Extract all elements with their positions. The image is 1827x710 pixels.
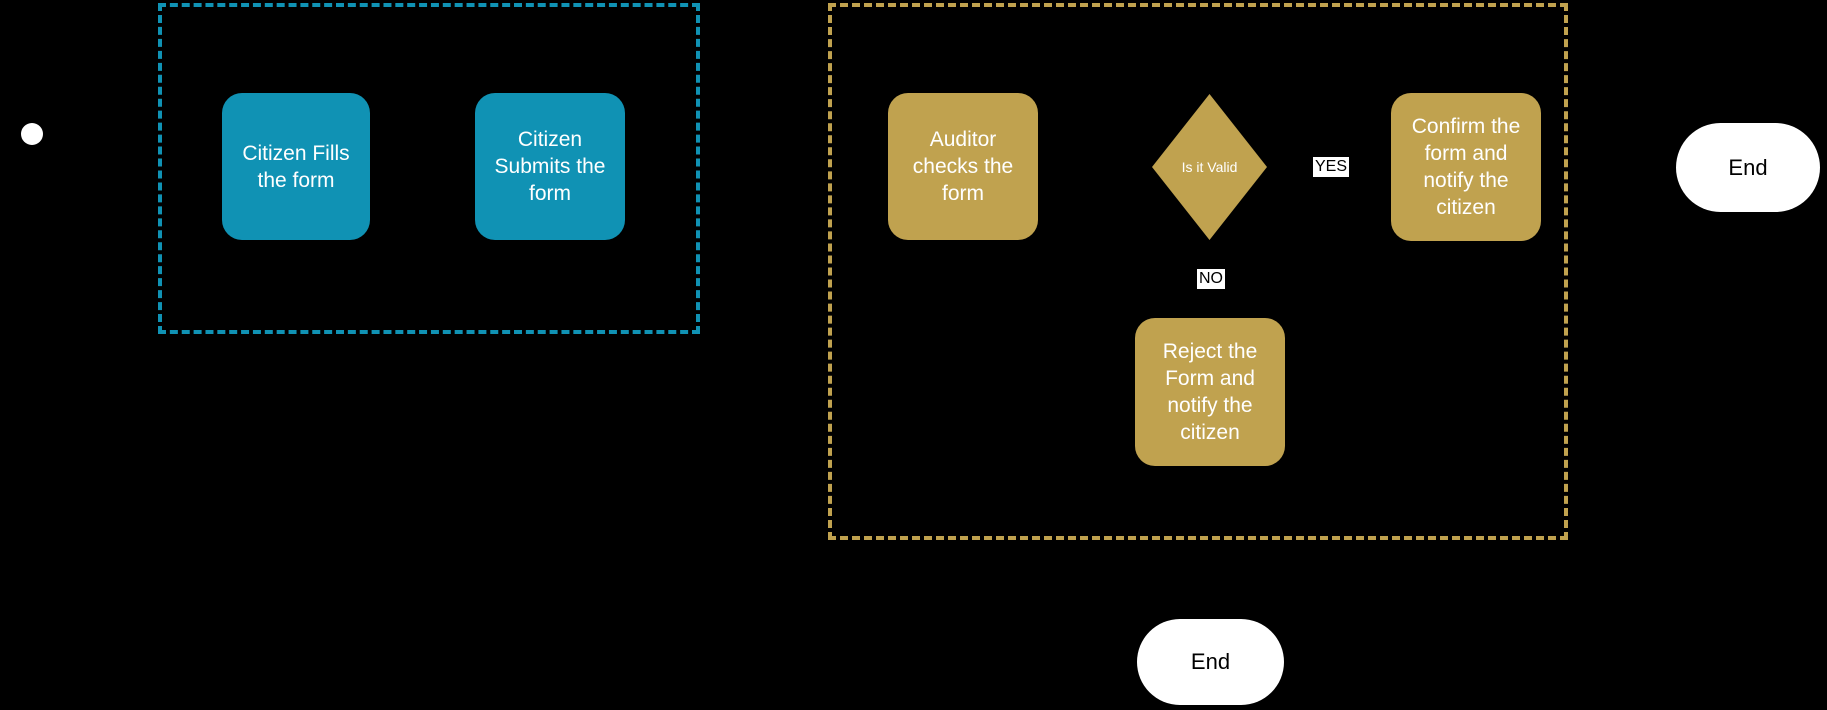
process-auditor-checks-form-label: Auditor checks the form [912, 128, 1014, 205]
end-node-bottom[interactable]: End [1137, 619, 1284, 705]
end-node-right-label: End [1728, 154, 1768, 180]
process-confirm-form-notify-citizen-label: Confirm the form and notify the citizen [1411, 115, 1521, 219]
edge-label-yes: YES [1313, 157, 1350, 177]
auditor-pool-container[interactable] [828, 3, 1568, 540]
citizen-pool-container[interactable] [158, 3, 700, 334]
process-citizen-submits-form[interactable]: Citizen Submits the form [475, 93, 625, 240]
edge-label-no: NO [1197, 269, 1225, 289]
process-confirm-form-notify-citizen[interactable]: Confirm the form and notify the citizen [1391, 93, 1541, 241]
process-citizen-fills-form[interactable]: Citizen Fills the form [222, 93, 370, 240]
process-citizen-submits-form-label: Citizen Submits the form [494, 128, 606, 205]
end-node-right[interactable]: End [1676, 123, 1820, 212]
decision-is-it-valid-label: Is it Valid [1181, 159, 1238, 175]
process-reject-form-notify-citizen[interactable]: Reject the Form and notify the citizen [1135, 318, 1285, 466]
start-event-node[interactable] [21, 123, 43, 145]
end-node-bottom-label: End [1190, 649, 1231, 674]
process-citizen-fills-form-label: Citizen Fills the form [242, 141, 350, 192]
process-auditor-checks-form[interactable]: Auditor checks the form [888, 93, 1038, 240]
process-reject-form-notify-citizen-label: Reject the Form and notify the citizen [1162, 340, 1258, 444]
